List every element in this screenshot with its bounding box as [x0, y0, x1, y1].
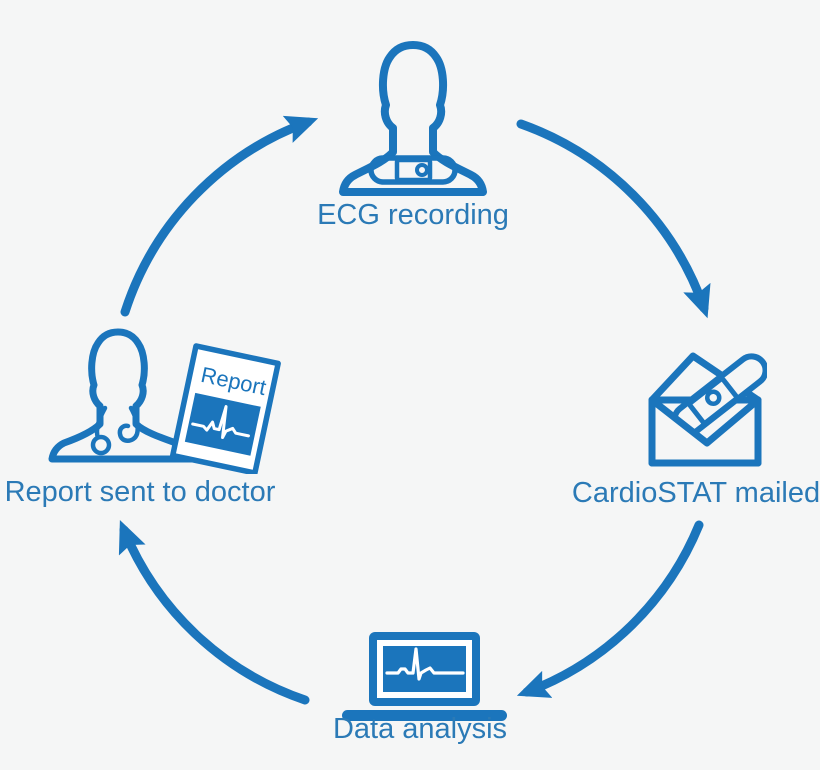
arrow-data-to-report: [118, 520, 310, 705]
envelope-with-device-icon: [648, 352, 767, 467]
patient-body-outline: [339, 41, 487, 196]
ecg-waveform: [385, 647, 465, 681]
arrow-cardiostat-to-data: [516, 520, 704, 698]
arrow-ecg-to-cardiostat: [516, 119, 711, 319]
ecg-device-on-chest: [368, 155, 458, 185]
step-label-ecg-recording: ECG recording: [317, 199, 509, 231]
doctor-body-outline: [48, 328, 196, 463]
doctor-with-report-icon: Report: [48, 328, 281, 474]
laptop-ecg-icon: [342, 632, 507, 721]
report-document: Report: [169, 343, 281, 474]
step-label-data-analysis: Data analysis: [332, 713, 508, 745]
laptop-base: [342, 710, 507, 721]
patient-with-ecg-device-icon: [339, 41, 487, 196]
report-ecg-waveform: [191, 405, 250, 440]
envelope-front-pocket: [648, 396, 762, 467]
step-label-report-sent: Report sent to doctor: [4, 476, 276, 508]
step-label-cardiostat-mailed: CardioSTAT mailed: [571, 477, 820, 509]
laptop-screen: [383, 646, 466, 692]
stethoscope: [90, 405, 140, 456]
arrow-report-to-ecg: [120, 115, 319, 317]
